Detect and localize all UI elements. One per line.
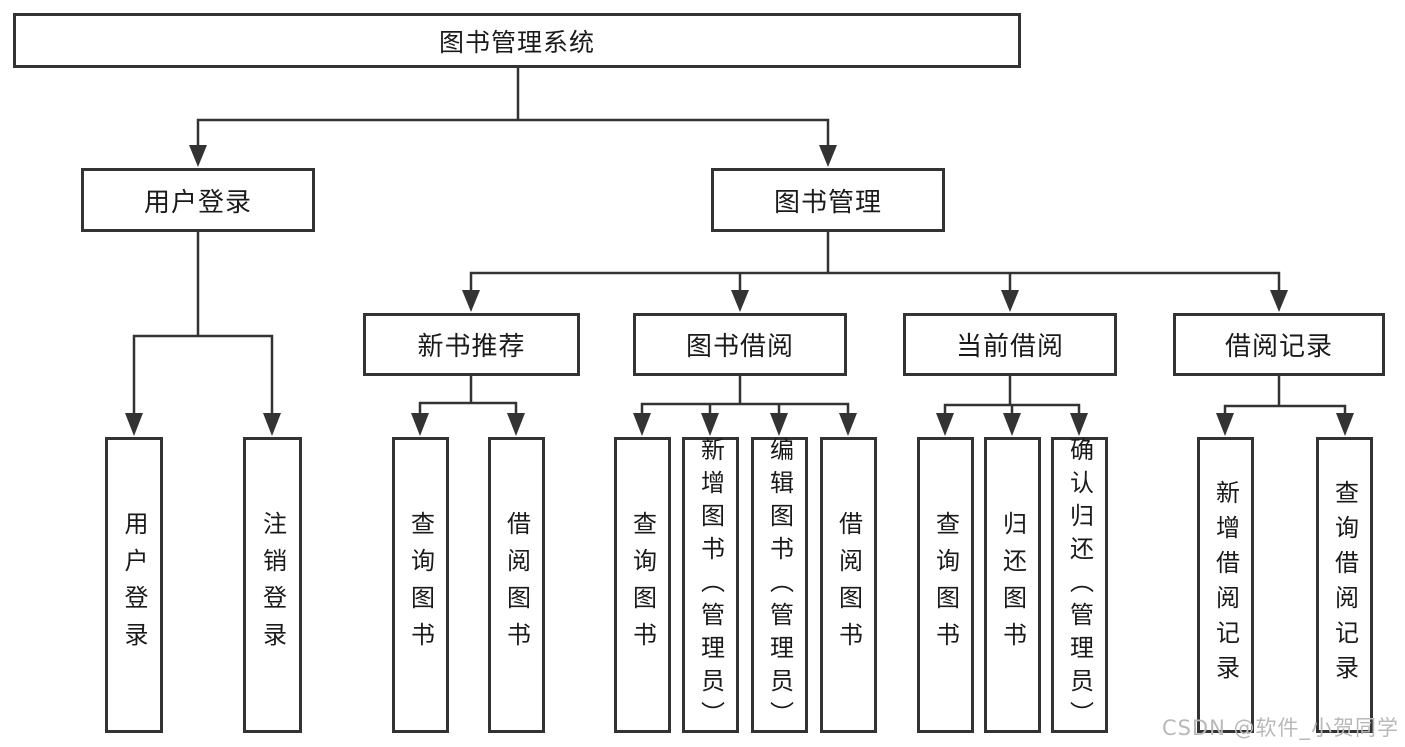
node-label: 图书管理 [773, 187, 882, 218]
node-new-book-recommendation: 新书推荐 [363, 313, 580, 376]
arrowhead-icon [936, 413, 954, 436]
node-label: 用户登录 [143, 187, 252, 218]
arrowhead-icon [263, 413, 281, 436]
arrowhead-icon [839, 413, 857, 436]
arrowhead-icon [462, 290, 480, 312]
edge-level3-rail [469, 271, 1281, 292]
node-label: 图书管理系统 [438, 27, 595, 57]
arrowhead-icon [411, 413, 429, 436]
arrowhead-icon [731, 290, 749, 312]
edge-book-borrow-rail [640, 402, 850, 415]
leaf-label: 编辑图书（管理员） [765, 436, 794, 734]
leaf-return-books: 归还图书 [984, 437, 1041, 733]
leaf-label: 查询图书 [406, 511, 435, 659]
node-label: 借阅记录 [1224, 332, 1333, 362]
leaf-label: 查询图书 [931, 511, 960, 659]
arrowhead-icon [1001, 290, 1019, 312]
leaf-borrow-books-2: 借阅图书 [820, 437, 877, 733]
leaf-label: 查询图书 [628, 511, 657, 659]
leaf-query-books: 查询图书 [392, 437, 449, 733]
edge-borrow-records-rail [1223, 404, 1347, 415]
node-current-borrowing: 当前借阅 [903, 313, 1117, 376]
arrowhead-icon [1003, 413, 1021, 436]
arrowhead-icon [189, 145, 207, 167]
arrowhead-icon [819, 145, 837, 167]
node-book-management: 图书管理 [711, 168, 945, 232]
leaf-label: 新增借阅记录 [1211, 480, 1240, 690]
leaf-label: 用户登录 [120, 511, 148, 659]
leaf-edit-books-admin: 编辑图书（管理员） [751, 436, 808, 734]
leaf-label: 借阅图书 [834, 511, 863, 659]
leaf-borrow-books: 借阅图书 [488, 437, 545, 733]
arrowhead-icon [125, 413, 143, 436]
leaf-label: 查询借阅记录 [1330, 480, 1359, 690]
edge-new-book-rail [418, 401, 518, 415]
node-library-management-system: 图书管理系统 [13, 13, 1021, 68]
leaf-label: 新增图书（管理员） [696, 436, 725, 734]
leaf-add-books-admin: 新增图书（管理员） [682, 436, 739, 734]
edge-current-borrow-rail [943, 403, 1081, 415]
node-user-login: 用户登录 [81, 168, 315, 232]
leaf-label: 借阅图书 [502, 511, 531, 659]
csdn-watermark: CSDN @软件_小贺同学 [1161, 716, 1399, 740]
node-label: 新书推荐 [417, 332, 526, 362]
node-label: 图书借阅 [685, 332, 794, 362]
arrowhead-icon [1336, 413, 1354, 436]
leaf-user-login: 用户登录 [105, 437, 163, 733]
leaf-label: 注销登录 [258, 511, 287, 659]
arrowhead-icon [770, 413, 788, 436]
arrowhead-icon [1070, 413, 1088, 436]
leaf-label: 确认归还（管理员） [1065, 436, 1094, 734]
leaf-confirm-return-admin: 确认归还（管理员） [1051, 436, 1108, 734]
edge-level2-rail [196, 118, 830, 147]
arrowhead-icon [507, 413, 525, 436]
edge-user-login-rail [132, 334, 274, 415]
leaf-query-books-3: 查询图书 [917, 437, 974, 733]
arrowhead-icon [701, 413, 719, 436]
node-borrowing-records: 借阅记录 [1173, 313, 1385, 376]
leaf-add-borrow-record: 新增借阅记录 [1197, 437, 1254, 733]
node-label: 当前借阅 [955, 332, 1064, 362]
leaf-query-borrow-record: 查询借阅记录 [1316, 437, 1373, 733]
arrowhead-icon [633, 413, 651, 436]
leaf-logout: 注销登录 [243, 437, 302, 733]
arrowhead-icon [1216, 413, 1234, 436]
leaf-label: 归还图书 [998, 511, 1027, 659]
arrowhead-icon [1270, 290, 1288, 312]
leaf-query-books-2: 查询图书 [614, 437, 671, 733]
node-book-borrowing: 图书借阅 [633, 313, 847, 376]
